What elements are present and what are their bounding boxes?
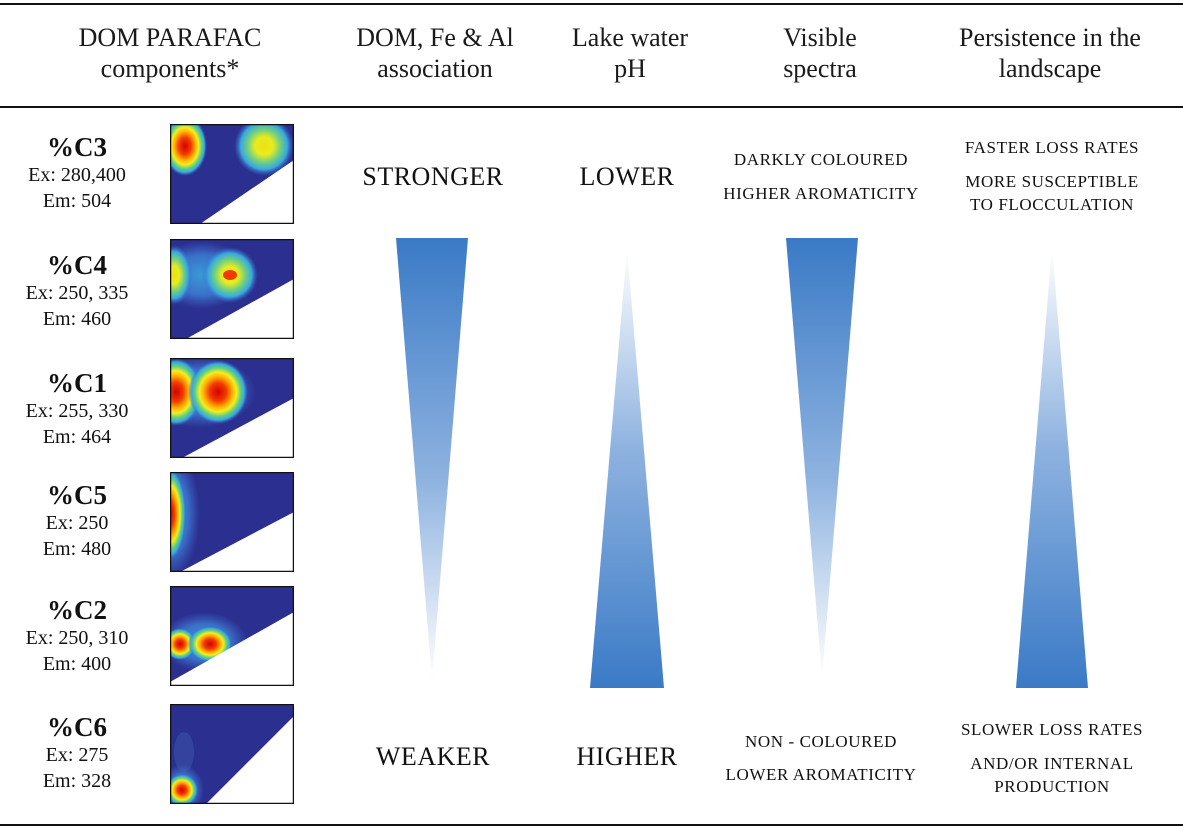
top-rule bbox=[0, 3, 1183, 5]
header-ph-line1: Lake water bbox=[571, 23, 689, 52]
ph-gradient-wedge bbox=[590, 248, 664, 688]
component-name: %C5 bbox=[47, 480, 107, 510]
header-spectra: Visible spectra bbox=[730, 22, 910, 84]
header-persistence-line1: Persistence in the bbox=[959, 23, 1141, 52]
persistence-top-line1: FASTER LOSS RATES bbox=[964, 138, 1140, 157]
header-components-line2: components* bbox=[100, 54, 240, 83]
component-excitation: Ex: 250, 335 bbox=[25, 282, 129, 304]
bottom-rule bbox=[0, 824, 1183, 826]
header-association-line1: DOM, Fe & Al bbox=[356, 23, 514, 52]
persistence-top-line2: MORE SUSCEPTIBLE bbox=[965, 172, 1139, 191]
component-emission: Em: 400 bbox=[42, 653, 112, 675]
persistence-top-labels: FASTER LOSS RATES MORE SUSCEPTIBLE TO FL… bbox=[936, 136, 1168, 216]
persistence-bottom-line2: AND/OR INTERNAL bbox=[970, 754, 1134, 773]
spectra-gradient-wedge bbox=[786, 238, 858, 678]
component-label-c6: %C6 Ex: 275 Em: 328 bbox=[8, 712, 146, 794]
component-name: %C2 bbox=[47, 595, 107, 625]
persistence-bottom-line3: PRODUCTION bbox=[994, 777, 1110, 796]
association-bottom-label: WEAKER bbox=[375, 742, 491, 771]
header-ph: Lake water pH bbox=[545, 22, 715, 84]
component-label-c5: %C5 Ex: 250 Em: 480 bbox=[8, 480, 146, 562]
spectra-bottom-line1: NON - COLOURED bbox=[745, 732, 897, 751]
eem-plot-c2 bbox=[170, 586, 294, 686]
spectra-bottom-labels: NON - COLOURED LOWER AROMATICITY bbox=[706, 730, 936, 786]
association-top-label: STRONGER bbox=[362, 162, 504, 191]
header-association: DOM, Fe & Al association bbox=[330, 22, 540, 84]
persistence-bottom-labels: SLOWER LOSS RATES AND/OR INTERNAL PRODUC… bbox=[936, 718, 1168, 798]
component-label-c4: %C4 Ex: 250, 335 Em: 460 bbox=[8, 250, 146, 332]
component-excitation: Ex: 280,400 bbox=[28, 164, 126, 186]
header-spectra-line1: Visible bbox=[783, 23, 857, 52]
spectra-top-line1: DARKLY COLOURED bbox=[733, 150, 909, 169]
header-spectra-line2: spectra bbox=[783, 54, 857, 83]
header-persistence: Persistence in the landscape bbox=[930, 22, 1170, 84]
component-excitation: Ex: 250, 310 bbox=[25, 627, 129, 649]
eem-plot-c3 bbox=[170, 124, 294, 224]
eem-plot-c4 bbox=[170, 239, 294, 339]
header-rule bbox=[0, 106, 1183, 108]
association-gradient-wedge bbox=[396, 238, 468, 680]
component-name: %C6 bbox=[47, 712, 107, 742]
component-excitation: Ex: 250 bbox=[45, 512, 109, 534]
component-excitation: Ex: 255, 330 bbox=[25, 400, 129, 422]
ph-top-label: LOWER bbox=[579, 162, 675, 191]
component-label-c1: %C1 Ex: 255, 330 Em: 464 bbox=[8, 368, 146, 450]
component-label-c2: %C2 Ex: 250, 310 Em: 400 bbox=[8, 595, 146, 677]
header-ph-line2: pH bbox=[614, 54, 646, 83]
header-components: DOM PARAFAC components* bbox=[20, 22, 320, 84]
eem-plot-c5 bbox=[170, 472, 294, 572]
component-emission: Em: 480 bbox=[42, 538, 112, 560]
component-label-c3: %C3 Ex: 280,400 Em: 504 bbox=[8, 132, 146, 214]
component-emission: Em: 464 bbox=[42, 426, 112, 448]
persistence-bottom-line1: SLOWER LOSS RATES bbox=[960, 720, 1144, 739]
component-name: %C3 bbox=[47, 132, 107, 162]
spectra-bottom-line2: LOWER AROMATICITY bbox=[725, 765, 917, 784]
persistence-gradient-wedge bbox=[1016, 246, 1088, 688]
header-persistence-line2: landscape bbox=[998, 54, 1102, 83]
persistence-top-line3: TO FLOCCULATION bbox=[969, 195, 1135, 214]
component-excitation: Ex: 275 bbox=[45, 744, 109, 766]
header-components-line1: DOM PARAFAC bbox=[78, 23, 262, 52]
component-name: %C1 bbox=[47, 368, 107, 398]
header-association-line2: association bbox=[377, 54, 493, 83]
ph-bottom-label: HIGHER bbox=[576, 742, 678, 771]
component-emission: Em: 460 bbox=[42, 308, 112, 330]
component-name: %C4 bbox=[47, 250, 107, 280]
spectra-top-labels: DARKLY COLOURED HIGHER AROMATICITY bbox=[706, 148, 936, 205]
eem-plot-c6 bbox=[170, 704, 294, 804]
eem-plot-c1 bbox=[170, 358, 294, 458]
spectra-top-line2: HIGHER AROMATICITY bbox=[723, 184, 919, 203]
component-emission: Em: 504 bbox=[42, 190, 112, 212]
component-emission: Em: 328 bbox=[42, 770, 112, 792]
